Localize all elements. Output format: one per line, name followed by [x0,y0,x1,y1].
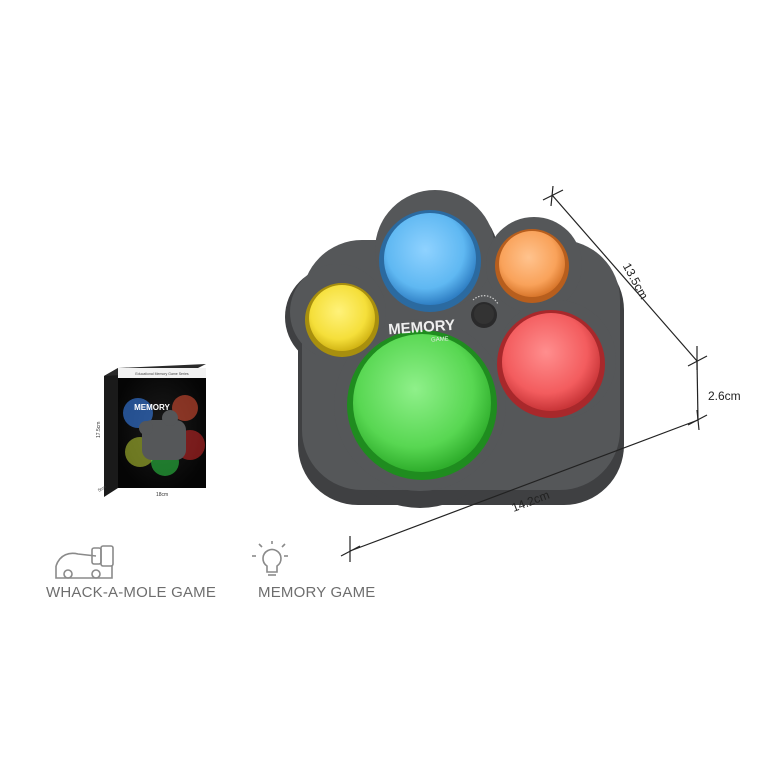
power-button[interactable] [471,295,499,328]
blue-button[interactable] [379,210,481,312]
height-line [696,360,699,421]
green-button[interactable] [347,330,497,480]
box-width-label: 18cm [156,492,168,498]
depth-label: 13.5cm [620,260,651,301]
orange-button[interactable] [495,229,569,303]
box-height-label: 17.5cm [96,422,102,438]
red-button[interactable] [497,310,605,418]
memory-game-label: MEMORY GAME [258,584,376,601]
memory-game-device: MEMORY GAME [285,190,624,508]
box-logo: MEMORY [134,403,170,412]
hammer-mole-icon [55,545,114,579]
lightbulb-icon [252,541,288,576]
device-logo: MEMORY GAME [388,317,456,344]
box-header: Educational Memory Game Series [135,372,189,376]
width-line [349,419,699,552]
whack-a-mole-label: WHACK-A-MOLE GAME [46,584,217,601]
depth-line [551,194,698,362]
device-logo-main: MEMORY [388,317,456,339]
yellow-button[interactable] [305,283,379,357]
box-depth-label: 5cm [97,484,107,493]
height-label: 2.6cm [708,389,741,403]
dimension-lines [340,185,708,562]
device-logo-sub: GAME [431,336,449,343]
product-box: Educational Memory Game Series MEMORY 17… [96,364,206,498]
